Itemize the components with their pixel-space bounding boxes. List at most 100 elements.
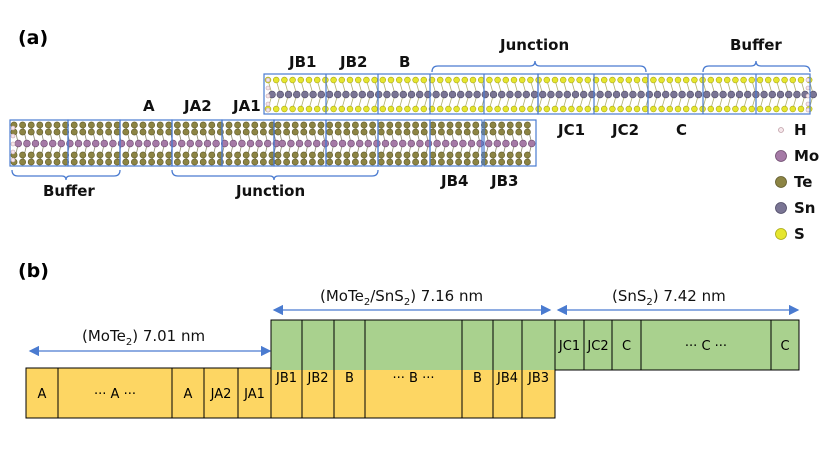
- atom-te: [234, 121, 241, 129]
- atom-te: [498, 128, 505, 136]
- atom-sn: [612, 90, 621, 99]
- atom-te: [182, 158, 190, 166]
- atom-sn: [555, 90, 563, 99]
- atom-te: [437, 151, 445, 159]
- atom-mo: [169, 139, 177, 148]
- atom-te: [360, 121, 368, 129]
- atom-mo: [321, 139, 329, 148]
- atom-sn: [604, 90, 612, 99]
- atom-te: [36, 128, 44, 136]
- mote2-layer: [10, 121, 280, 166]
- cell-box-mid-lower-4: [483, 119, 537, 167]
- atom-te: [274, 151, 282, 159]
- atom-s: [363, 76, 370, 84]
- atom-te: [36, 151, 44, 159]
- atom-te: [148, 121, 155, 129]
- atom-h: [10, 133, 16, 139]
- atom-mo: [338, 139, 347, 148]
- atom-te: [308, 151, 316, 159]
- atom-sn: [711, 90, 719, 99]
- label-jb1: JB1: [288, 53, 316, 71]
- legend-label-s: S: [794, 225, 805, 243]
- atom-sn: [325, 90, 334, 99]
- atom-sn: [448, 90, 457, 99]
- atom-s: [715, 76, 723, 84]
- atom-s: [461, 105, 468, 113]
- atom-s: [281, 105, 288, 113]
- atom-s: [510, 105, 518, 113]
- atom-s: [559, 105, 567, 113]
- atom-te: [515, 158, 523, 166]
- atom-sn: [686, 90, 694, 99]
- atom-s: [609, 105, 616, 113]
- atom-sn: [784, 90, 793, 99]
- atom-s: [412, 105, 419, 113]
- atom-te: [429, 158, 437, 166]
- atom-te: [489, 121, 497, 129]
- atom-mo: [510, 139, 519, 148]
- atom-s: [379, 76, 386, 84]
- atom-te: [343, 121, 351, 129]
- atom-te: [524, 121, 531, 129]
- atom-s: [797, 76, 805, 84]
- cell-left-4-label: JA1: [243, 387, 265, 402]
- atom-s: [453, 105, 460, 113]
- atom-mo: [304, 139, 312, 148]
- atom-te: [463, 151, 471, 159]
- atom-mo: [485, 139, 493, 148]
- atom-te: [420, 158, 428, 166]
- atom-te: [79, 121, 87, 129]
- atom-s: [330, 105, 337, 113]
- atom-sn: [498, 90, 506, 99]
- cell-mid-top-6: [522, 320, 555, 370]
- atom-te: [524, 151, 531, 159]
- legend-swatch-s: [775, 228, 787, 240]
- atom-te: [105, 121, 112, 129]
- atom-te: [259, 121, 267, 129]
- cell-right-1: [583, 319, 613, 371]
- legend-swatch-sn: [775, 202, 787, 214]
- atom-mo: [493, 139, 501, 148]
- atom-te: [191, 128, 198, 136]
- atom-te: [283, 121, 290, 129]
- atom-te: [506, 128, 514, 136]
- atom-sn: [743, 90, 752, 99]
- atom-s: [641, 76, 649, 84]
- atom-te: [113, 158, 121, 166]
- atom-s: [625, 76, 632, 84]
- atom-te: [515, 151, 523, 159]
- atom-s: [445, 105, 452, 113]
- atom-te: [45, 121, 52, 129]
- atom-te: [191, 121, 198, 129]
- label-buffer-top: Buffer: [730, 36, 782, 54]
- atom-te: [317, 151, 325, 159]
- atom-mo: [100, 139, 109, 148]
- atom-te: [53, 151, 61, 159]
- cell-mid-top-5: [493, 320, 522, 370]
- atom-sn: [473, 90, 481, 99]
- atom-s: [420, 76, 427, 84]
- atom-mo: [48, 139, 57, 148]
- label-jb3: JB3: [490, 172, 518, 190]
- atom-te: [463, 121, 471, 129]
- atom-sn: [530, 90, 539, 99]
- atom-s: [559, 76, 567, 84]
- cell-right-4: [770, 319, 800, 371]
- atom-te: [429, 151, 437, 159]
- atom-te: [191, 158, 198, 166]
- atom-mo: [330, 139, 338, 148]
- atom-s: [732, 105, 739, 113]
- atom-te: [472, 151, 480, 159]
- atom-te: [308, 128, 316, 136]
- atom-te: [242, 121, 250, 129]
- atom-te: [377, 128, 385, 136]
- panel-a-labels: JB1 JB2 B Junction Buffer A JA2 JA1 JC1 …: [43, 36, 782, 200]
- atom-te: [225, 151, 233, 159]
- atom-s: [666, 105, 673, 113]
- atom-te: [360, 158, 368, 166]
- atom-te: [489, 151, 497, 159]
- atom-te: [139, 158, 147, 166]
- atom-s: [330, 76, 337, 84]
- atom-te: [283, 151, 290, 159]
- cell-mid-0-label: JB1: [275, 371, 297, 386]
